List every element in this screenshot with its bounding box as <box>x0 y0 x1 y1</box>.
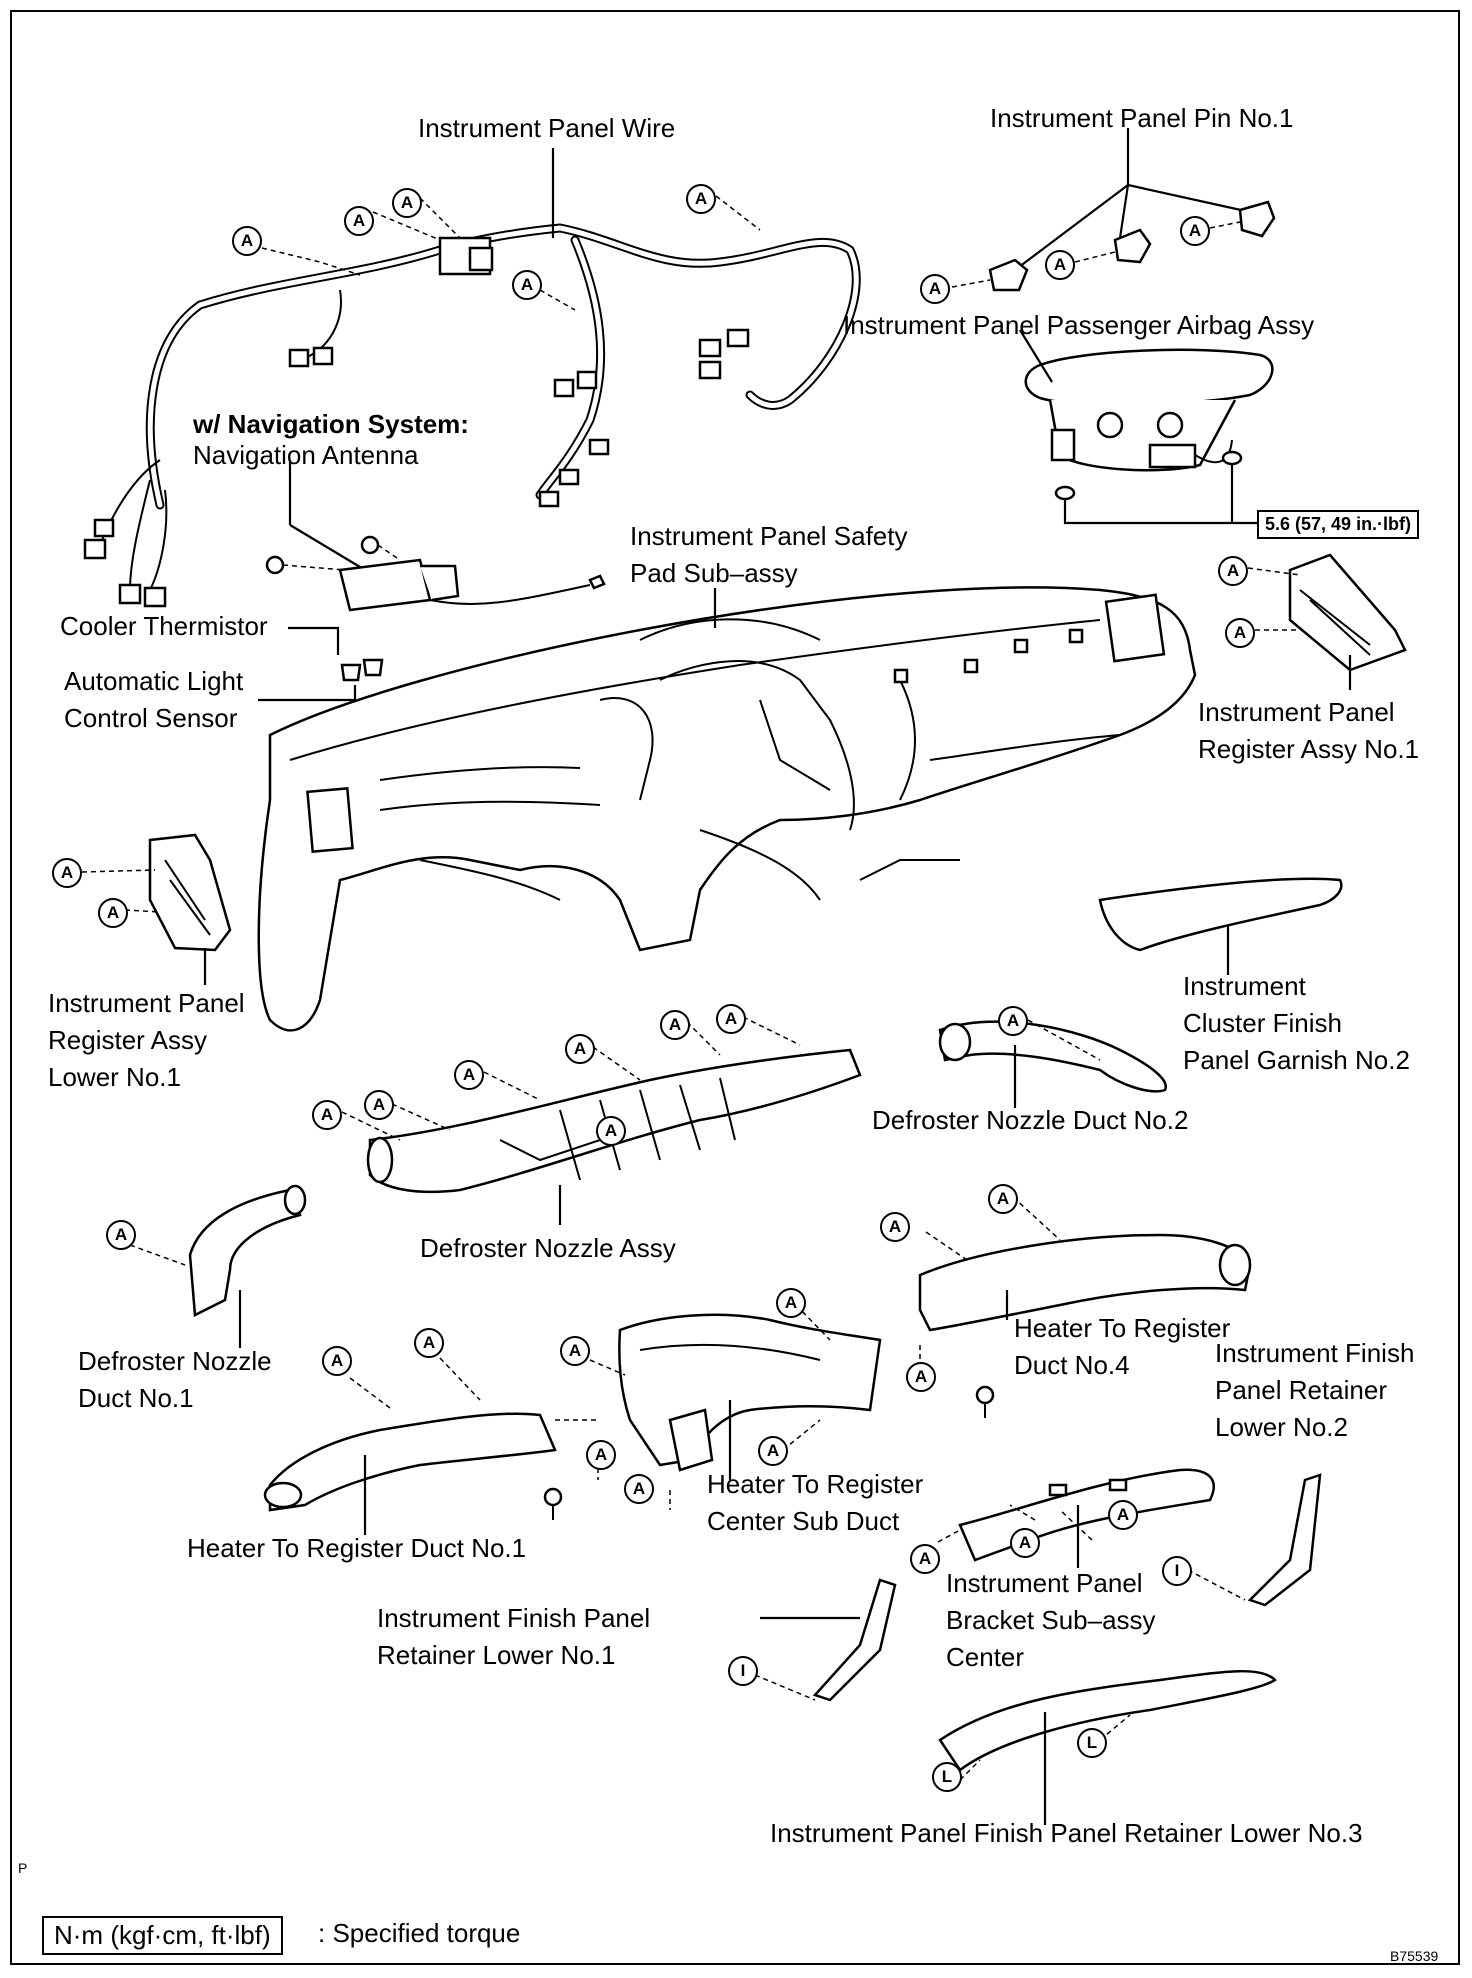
clip-marker-a: A <box>1045 250 1075 280</box>
clip-marker-a: A <box>988 1184 1018 1214</box>
clip-marker-i: I <box>728 1656 758 1686</box>
label-defroster-nozzle-assy: Defroster Nozzle Assy <box>420 1233 676 1263</box>
clip-marker-a: A <box>322 1346 352 1376</box>
label-cluster-finish-panel-garnish-no2: Instrument Cluster Finish Panel Garnish … <box>1183 971 1410 1075</box>
clip-marker-a: A <box>106 1220 136 1250</box>
torque-legend-box: N·m (kgf·cm, ft·lbf) <box>42 1916 283 1955</box>
label-heater-to-register-duct-no4: Heater To Register Duct No.4 <box>1014 1313 1231 1380</box>
diagram-frame <box>10 10 1460 1965</box>
clip-marker-a: A <box>1010 1528 1040 1558</box>
label-cooler-thermistor: Cooler Thermistor <box>60 611 268 641</box>
label-register-assy-lower-no1: Instrument Panel Register Assy Lower No.… <box>48 988 245 1092</box>
label-nav-system-title: w/ Navigation System: <box>193 409 469 439</box>
clip-marker-a: A <box>312 1100 342 1130</box>
label-finish-panel-retainer-lower-no1: Instrument Finish Panel Retainer Lower N… <box>377 1603 651 1670</box>
clip-marker-a: A <box>1180 216 1210 246</box>
label-navigation-antenna: Navigation Antenna <box>193 440 419 470</box>
clip-marker-a: A <box>344 206 374 236</box>
clip-marker-a: A <box>776 1288 806 1318</box>
safety-pad-outline <box>257 586 1197 1032</box>
label-instrument-panel-bracket-center: Instrument Panel Bracket Sub–assy Center <box>946 1568 1156 1672</box>
clip-marker-a: A <box>758 1436 788 1466</box>
clip-marker-a: A <box>512 270 542 300</box>
corner-letter: P <box>18 1860 28 1876</box>
clip-marker-a: A <box>624 1474 654 1504</box>
figure-id: B75539 <box>1390 1948 1439 1964</box>
clip-marker-a: A <box>1225 618 1255 648</box>
torque-spec-box: 5.6 (57, 49 in.·lbf) <box>1257 510 1420 539</box>
clip-marker-a: A <box>596 1116 626 1146</box>
clip-marker-i: I <box>1162 1556 1192 1586</box>
label-heater-to-register-duct-no1: Heater To Register Duct No.1 <box>187 1533 527 1563</box>
clip-marker-a: A <box>52 858 82 888</box>
clip-marker-a: A <box>560 1336 590 1366</box>
label-automatic-light-control-sensor: Automatic Light Control Sensor <box>64 666 244 733</box>
clip-marker-a: A <box>1218 556 1248 586</box>
label-heater-to-register-center-sub-duct: Heater To Register Center Sub Duct <box>707 1469 924 1536</box>
clip-marker-a: A <box>910 1544 940 1574</box>
clip-marker-a: A <box>686 184 716 214</box>
clip-marker-a: A <box>232 226 262 256</box>
clip-marker-a: A <box>454 1060 484 1090</box>
label-register-assy-no1: Instrument Panel Register Assy No.1 <box>1198 697 1420 764</box>
torque-legend-text: : Specified torque <box>318 1918 521 1948</box>
label-safety-pad-sub-assy: Instrument Panel Safety Pad Sub–assy <box>630 521 908 588</box>
clip-marker-a: A <box>660 1010 690 1040</box>
clip-marker-a: A <box>716 1004 746 1034</box>
label-passenger-airbag-assy: Instrument Panel Passenger Airbag Assy <box>843 310 1315 340</box>
clip-marker-a: A <box>98 898 128 928</box>
clip-marker-a: A <box>1108 1500 1138 1530</box>
clip-marker-a: A <box>364 1090 394 1120</box>
instrument-panel-wire-harness <box>83 223 861 608</box>
clip-marker-a: A <box>586 1440 616 1470</box>
label-instrument-panel-wire: Instrument Panel Wire <box>418 113 676 143</box>
passenger-airbag-assy <box>1024 348 1274 501</box>
label-defroster-nozzle-duct-no2: Defroster Nozzle Duct No.2 <box>872 1105 1189 1135</box>
clip-marker-l: L <box>932 1762 962 1792</box>
clip-marker-l: L <box>1077 1728 1107 1758</box>
clip-marker-a: A <box>880 1212 910 1242</box>
clip-marker-a: A <box>414 1328 444 1358</box>
label-defroster-nozzle-duct-no1: Defroster Nozzle Duct No.1 <box>78 1346 272 1413</box>
clip-marker-a: A <box>920 274 950 304</box>
clip-marker-a: A <box>392 188 422 218</box>
label-finish-panel-retainer-lower-no3: Instrument Panel Finish Panel Retainer L… <box>770 1818 1363 1848</box>
clip-marker-a: A <box>998 1006 1028 1036</box>
clip-marker-a: A <box>565 1034 595 1064</box>
label-instrument-panel-pin-no1: Instrument Panel Pin No.1 <box>990 103 1294 133</box>
clip-marker-a: A <box>906 1362 936 1392</box>
label-finish-panel-retainer-lower-no2: Instrument Finish Panel Retainer Lower N… <box>1215 1338 1415 1442</box>
